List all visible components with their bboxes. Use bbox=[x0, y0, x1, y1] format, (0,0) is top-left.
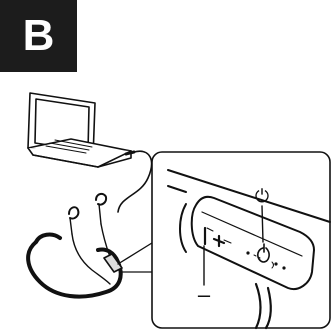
power-button[interactable] bbox=[256, 205, 270, 263]
volume-minus-button[interactable] bbox=[203, 226, 207, 286]
earbud-cords bbox=[71, 223, 113, 285]
left-earbud-icon bbox=[68, 206, 80, 235]
neckband-arm-closeup bbox=[167, 169, 331, 253]
volume-plus-button[interactable] bbox=[212, 234, 226, 248]
minus-label: – bbox=[198, 282, 211, 307]
control-unit-icon bbox=[190, 195, 315, 330]
power-label: ⏻ bbox=[255, 186, 269, 207]
neckband-icon bbox=[26, 232, 123, 299]
usb-cable bbox=[117, 150, 153, 213]
step-badge: B bbox=[0, 0, 77, 72]
right-earbud-icon bbox=[95, 192, 108, 225]
laptop-icon bbox=[27, 92, 132, 168]
